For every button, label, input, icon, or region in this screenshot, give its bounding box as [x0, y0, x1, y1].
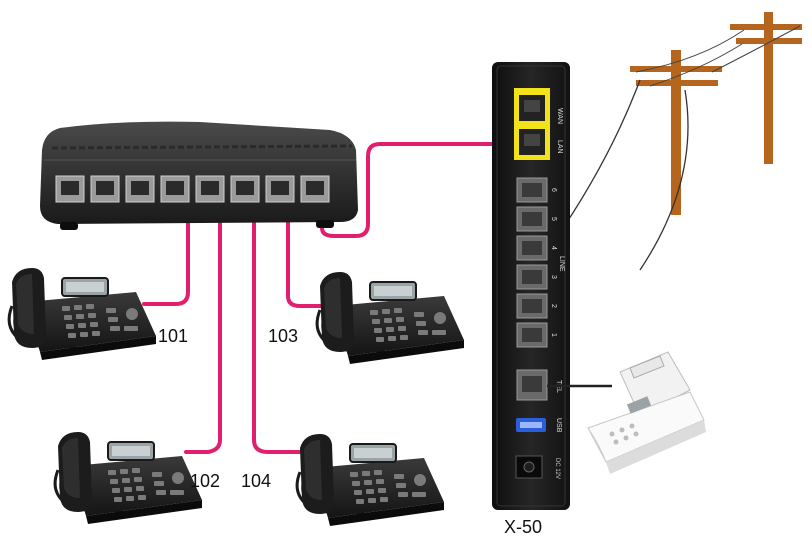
switch-port-5[interactable]	[195, 175, 225, 203]
line-port-4[interactable]: 4	[516, 235, 557, 261]
switch-port-4[interactable]	[160, 175, 190, 203]
wan-label: WAN	[556, 108, 563, 124]
phone-101	[7, 266, 158, 362]
phone-102	[53, 430, 204, 526]
line-port-3[interactable]: 3	[516, 264, 557, 290]
pole-right	[764, 12, 773, 164]
cable-switch-to-lan	[320, 142, 520, 238]
fax-machine-icon	[587, 351, 706, 474]
switch-port-1[interactable]	[55, 175, 85, 203]
line-ports: 6 5 4 3 2 1	[516, 177, 557, 348]
phone-104	[295, 432, 446, 528]
utility-pole-icon	[554, 12, 802, 271]
power-label: DC 12V	[554, 458, 560, 479]
usb-label: USB	[555, 418, 562, 433]
switch-ports	[55, 175, 330, 203]
pbx-name-label: X-50	[504, 517, 543, 537]
line-number-2: 2	[550, 304, 557, 308]
line-port-2[interactable]: 2	[516, 293, 557, 319]
switch-port-7[interactable]	[265, 175, 295, 203]
line-number-5: 5	[550, 217, 557, 221]
line-number-4: 4	[550, 246, 557, 250]
line-number-6: 6	[550, 188, 557, 192]
line-number-1: 1	[550, 333, 557, 337]
pole-left	[671, 50, 681, 215]
phone-103	[315, 270, 466, 366]
ethernet-switch	[40, 121, 358, 230]
line-port-1[interactable]: 1	[516, 322, 557, 348]
line-number-3: 3	[550, 275, 557, 279]
cable-to-101	[142, 196, 190, 306]
line-port-6[interactable]: 6	[516, 177, 557, 203]
switch-port-6[interactable]	[230, 175, 260, 203]
switch-port-3[interactable]	[125, 175, 155, 203]
extension-101-label: 101	[158, 326, 189, 346]
line-port-5[interactable]: 5	[516, 206, 557, 232]
cable-to-103	[286, 196, 340, 308]
lan-label: LAN	[556, 140, 563, 154]
cable-to-102	[184, 196, 222, 454]
cable-to-104	[252, 196, 306, 454]
switch-port-8[interactable]	[300, 175, 330, 203]
extension-102-label: 102	[190, 471, 221, 491]
switch-port-2[interactable]	[90, 175, 120, 203]
lan-cables	[142, 142, 520, 454]
extension-104-label: 104	[241, 471, 272, 491]
line-label: LINE	[558, 256, 565, 272]
extension-103-label: 103	[268, 326, 299, 346]
